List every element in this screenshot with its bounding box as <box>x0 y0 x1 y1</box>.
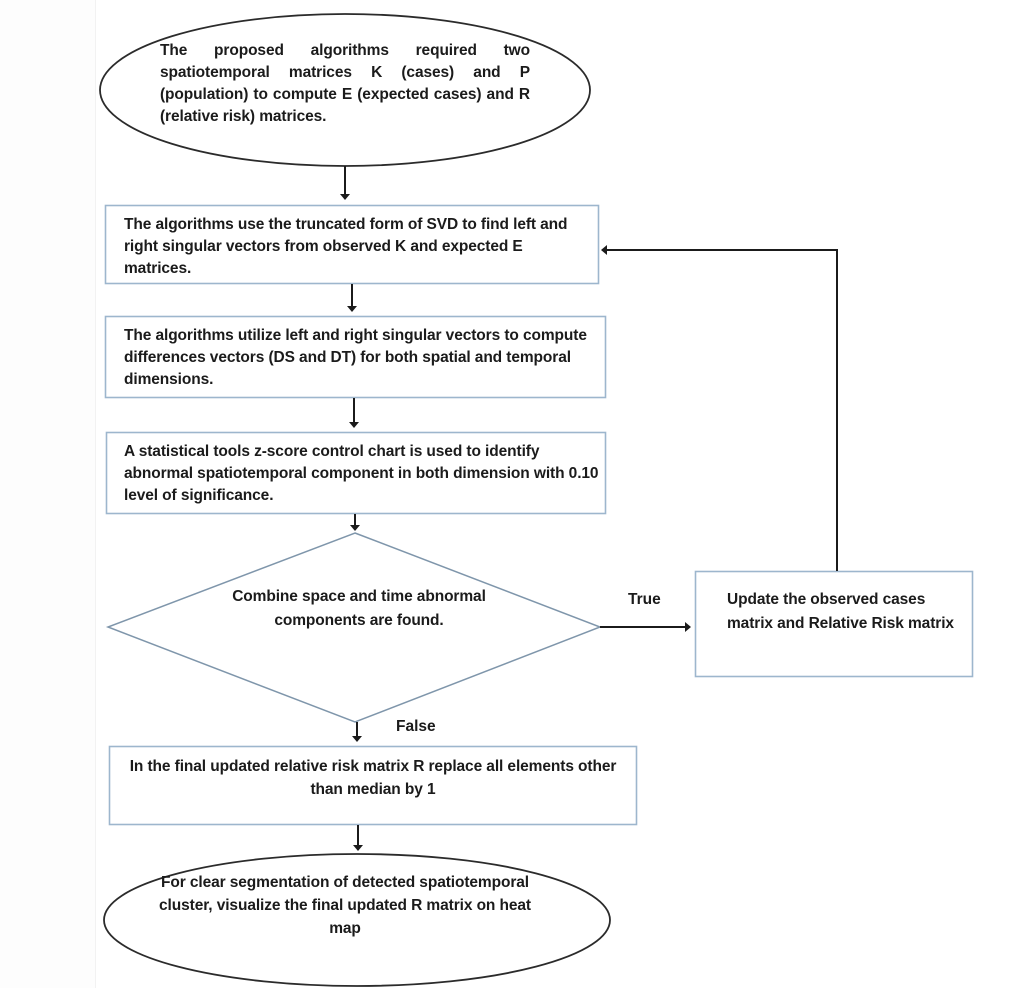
edge-update-feedback-to-svd <box>601 245 838 571</box>
node-step-svd-shape[interactable] <box>104 204 600 285</box>
node-step-zscore-shape[interactable] <box>105 431 607 515</box>
node-end-shape[interactable] <box>103 853 611 987</box>
node-update-shape[interactable] <box>694 570 974 678</box>
node-replace-shape[interactable] <box>108 745 638 826</box>
node-decision-shape[interactable] <box>105 532 603 723</box>
node-start-shape[interactable] <box>99 13 591 167</box>
background-band <box>0 0 96 988</box>
node-step-diff-shape[interactable] <box>104 315 607 399</box>
